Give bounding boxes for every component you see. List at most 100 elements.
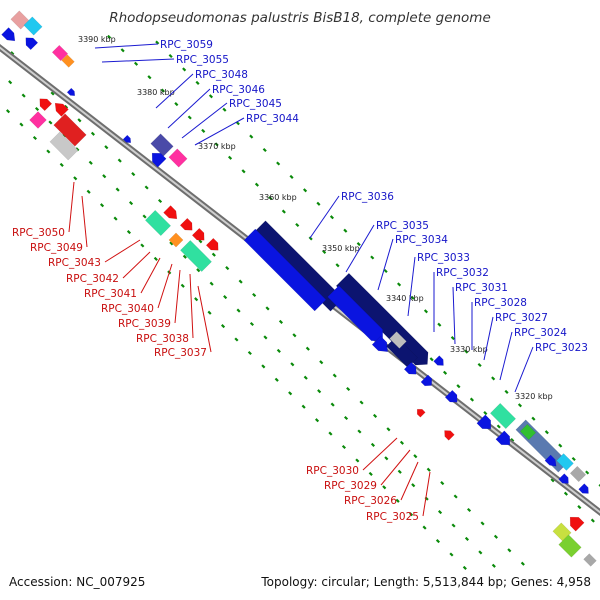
- tick-mark: [483, 411, 488, 416]
- tick-mark: [399, 440, 405, 445]
- tick-mark: [316, 201, 321, 206]
- feature-gene: [389, 331, 407, 349]
- scale-label: 3320 kbp: [515, 392, 553, 401]
- tick-mark: [198, 239, 203, 244]
- callout-line: [452, 286, 456, 345]
- tick-mark: [335, 263, 340, 268]
- tick-mark: [355, 458, 360, 463]
- feature-gene: [556, 453, 574, 471]
- tick-mark: [61, 133, 67, 138]
- tick-mark: [305, 346, 310, 351]
- feature-gene: [163, 205, 178, 220]
- callout-line: [167, 88, 211, 129]
- tick-mark: [117, 158, 122, 163]
- tick-mark: [550, 478, 555, 483]
- callout-line: [407, 256, 416, 317]
- tick-mark: [220, 324, 226, 329]
- feature-gene: [150, 133, 174, 157]
- feature-gene: [179, 217, 193, 231]
- feature-gene: [569, 465, 587, 483]
- gene-label-top: RPC_3035: [376, 220, 429, 232]
- tick-mark: [359, 400, 364, 405]
- feature-track: [1, 10, 597, 567]
- tick-mark: [32, 135, 38, 141]
- tick-mark: [134, 61, 139, 66]
- tick-mark: [383, 268, 388, 274]
- gene-label-bottom: RPC_3029: [324, 480, 377, 492]
- tick-mark: [234, 337, 239, 342]
- gene-label-bottom: RPC_3042: [66, 273, 119, 285]
- tick-mark: [520, 561, 525, 566]
- callout-line: [68, 181, 75, 233]
- tick-mark: [102, 174, 107, 179]
- tick-mark: [317, 389, 322, 394]
- tick-mark: [480, 521, 485, 526]
- tick-mark: [462, 565, 467, 570]
- scale-label: 3370 kbp: [198, 142, 236, 151]
- tick-mark: [346, 386, 351, 392]
- tick-mark: [451, 523, 456, 528]
- tick-mark: [195, 80, 200, 85]
- tick-mark: [265, 306, 270, 311]
- tick-mark: [222, 107, 227, 112]
- tick-mark: [295, 222, 300, 228]
- tick-mark: [201, 128, 206, 133]
- gene-label-top: RPC_3024: [514, 327, 567, 339]
- tick-mark: [196, 268, 201, 273]
- tick-mark: [153, 256, 158, 261]
- feature-gene: [433, 355, 444, 366]
- tick-mark: [397, 469, 402, 474]
- tick-mark: [182, 67, 187, 72]
- callout-line: [194, 117, 245, 146]
- tick-mark: [88, 160, 93, 165]
- tick-mark: [329, 215, 335, 220]
- tick-mark: [370, 255, 375, 260]
- tick-mark: [301, 404, 306, 409]
- callout-line: [189, 273, 194, 339]
- tick-mark: [395, 498, 400, 503]
- gene-label-bottom: RPC_3037: [154, 347, 207, 359]
- tick-mark: [113, 216, 118, 221]
- tick-mark: [464, 349, 469, 354]
- scale-label: 3340 kbp: [386, 294, 424, 303]
- gene-label-top: RPC_3027: [495, 312, 548, 324]
- scale-label: 3390 kbp: [78, 35, 116, 44]
- tick-mark: [169, 241, 174, 246]
- feature-gene: [569, 516, 585, 532]
- tick-mark: [131, 172, 136, 177]
- tick-mark: [278, 319, 284, 324]
- feature-gene: [144, 209, 172, 237]
- feature-gene: [476, 414, 492, 430]
- scale-label: 3330 kbp: [450, 345, 488, 354]
- tick-mark: [236, 308, 241, 313]
- feature-gene: [39, 98, 53, 112]
- tick-mark: [46, 149, 51, 154]
- feature-gene: [578, 483, 589, 494]
- tick-mark: [308, 236, 313, 241]
- tick-mark: [343, 228, 348, 233]
- feature-gene: [583, 553, 597, 567]
- tick-mark: [268, 196, 273, 201]
- gene-label-bottom: RPC_3026: [344, 495, 397, 507]
- tick-mark: [344, 415, 349, 421]
- feature-gene: [495, 430, 511, 446]
- tick-mark: [442, 370, 448, 375]
- tick-mark: [510, 437, 515, 443]
- tick-mark: [384, 456, 389, 461]
- tick-mark: [438, 510, 443, 515]
- tick-mark: [107, 34, 112, 39]
- gene-label-bottom: RPC_3043: [48, 257, 101, 269]
- tick-mark: [368, 471, 373, 476]
- callout-line: [309, 195, 340, 239]
- feature-gene: [54, 102, 69, 117]
- tick-mark: [209, 281, 214, 286]
- gene-label-top: RPC_3059: [160, 39, 213, 51]
- callout-line: [94, 43, 159, 49]
- tick-mark: [558, 443, 563, 448]
- tick-mark: [435, 539, 441, 544]
- callout-line: [377, 238, 394, 291]
- gene-label-top: RPC_3031: [455, 282, 508, 294]
- tick-mark: [410, 295, 415, 300]
- tick-mark: [319, 360, 324, 365]
- tick-mark: [48, 120, 53, 125]
